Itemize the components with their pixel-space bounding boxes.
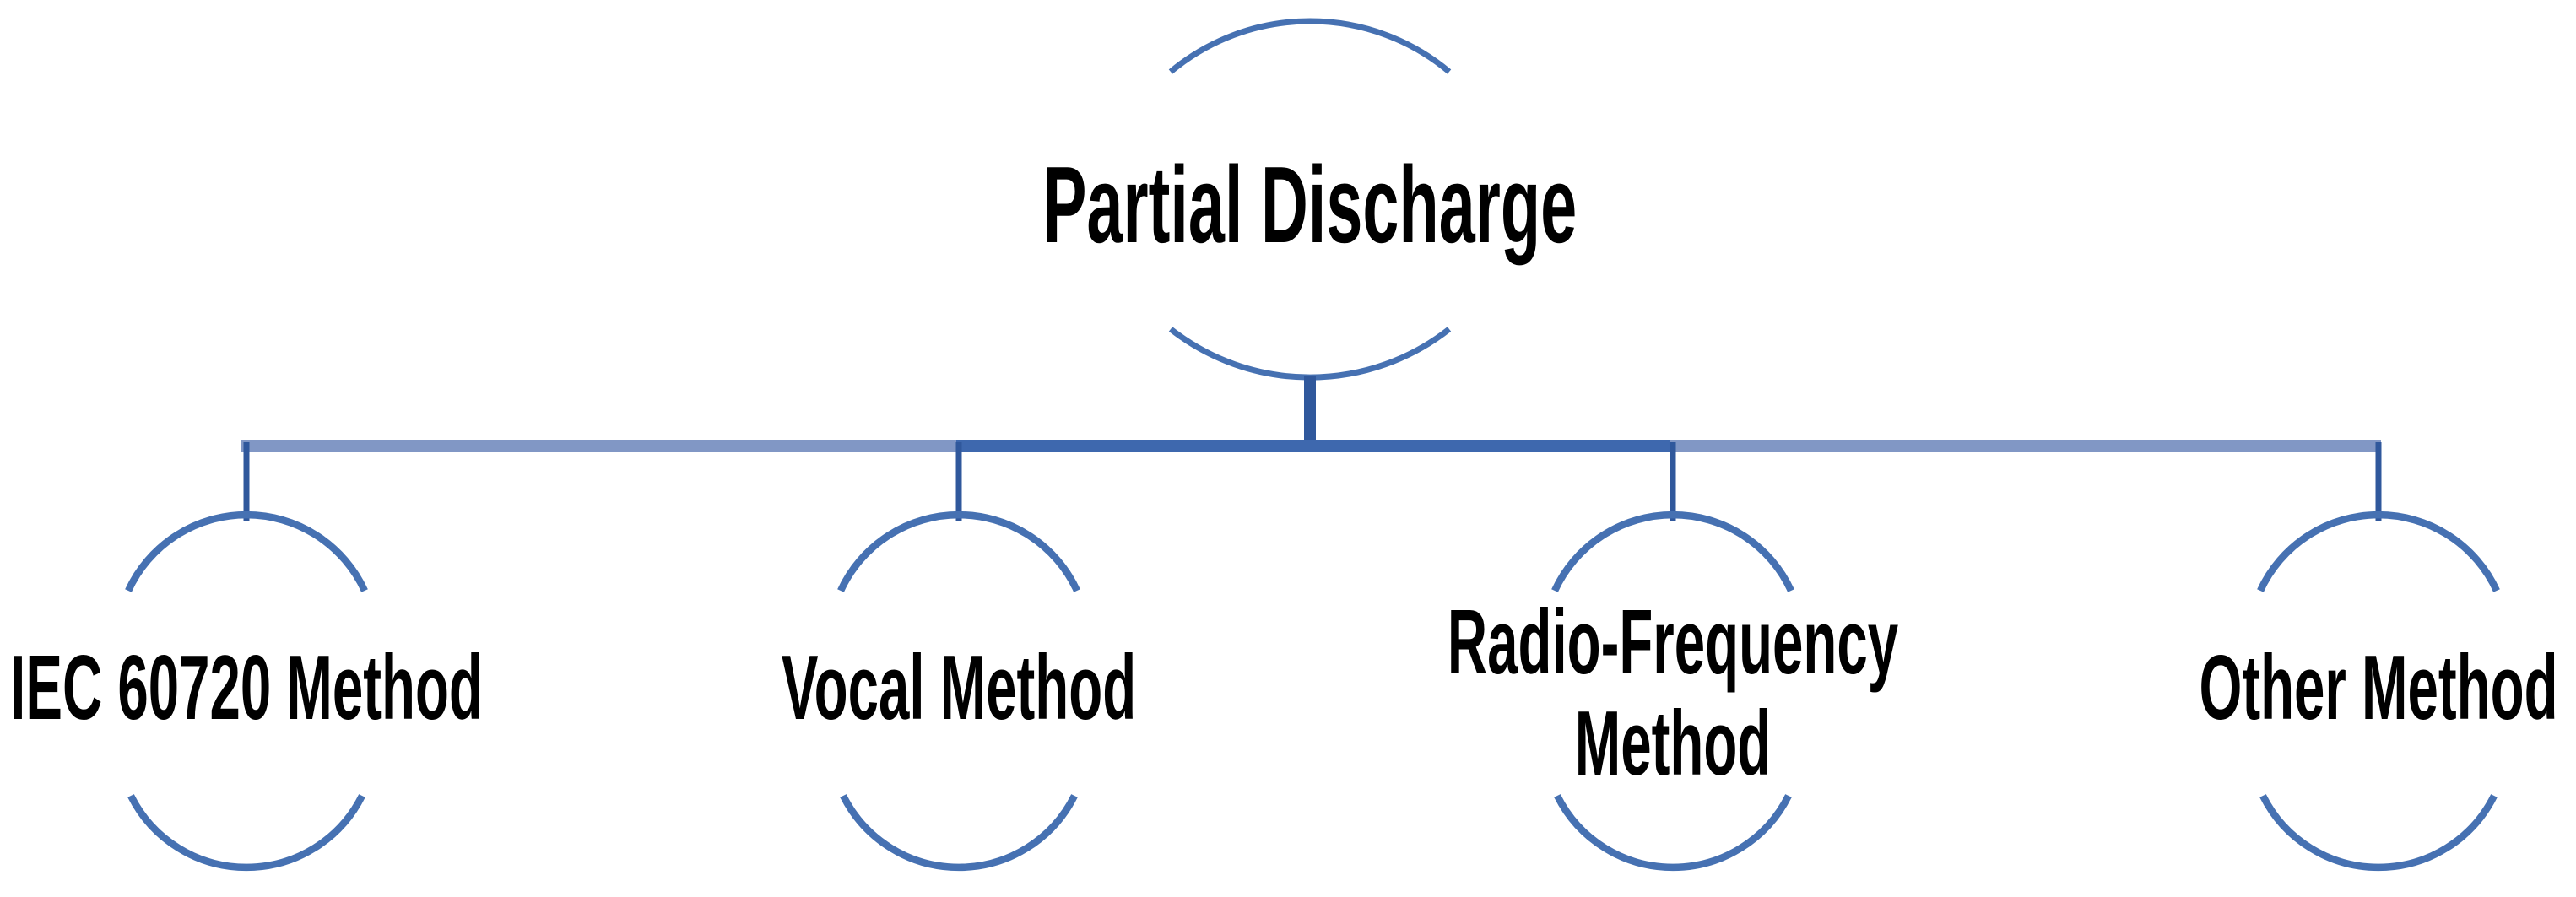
radio-frequency-method-bottom-arc (1554, 794, 1792, 872)
other-method-bottom-arc (2259, 794, 2498, 872)
child-node-label-radio-frequency-method: Radio-Frequency Method (1447, 591, 1899, 795)
radio-frequency-method-top-arc (1551, 511, 1794, 592)
child-node-label-other-method: Other Method (2199, 636, 2558, 739)
vocal-method-bottom-arc (840, 794, 1078, 872)
root-top-arc (1168, 18, 1452, 74)
child-node-label-iec-60720-method: IEC 60720 Method (10, 636, 483, 739)
other-method-top-arc (2257, 511, 2500, 592)
root-node-label: Partial Discharge (1042, 144, 1578, 266)
child-node-label-vocal-method: Vocal Method (781, 636, 1137, 739)
vocal-method-top-arc (837, 511, 1080, 592)
iec-60720-method-top-arc (125, 511, 368, 592)
iec-60720-method-bottom-arc (127, 794, 365, 872)
horizontal-connector-bar-dark-segment (956, 440, 1670, 452)
root-bottom-arc (1168, 327, 1452, 381)
